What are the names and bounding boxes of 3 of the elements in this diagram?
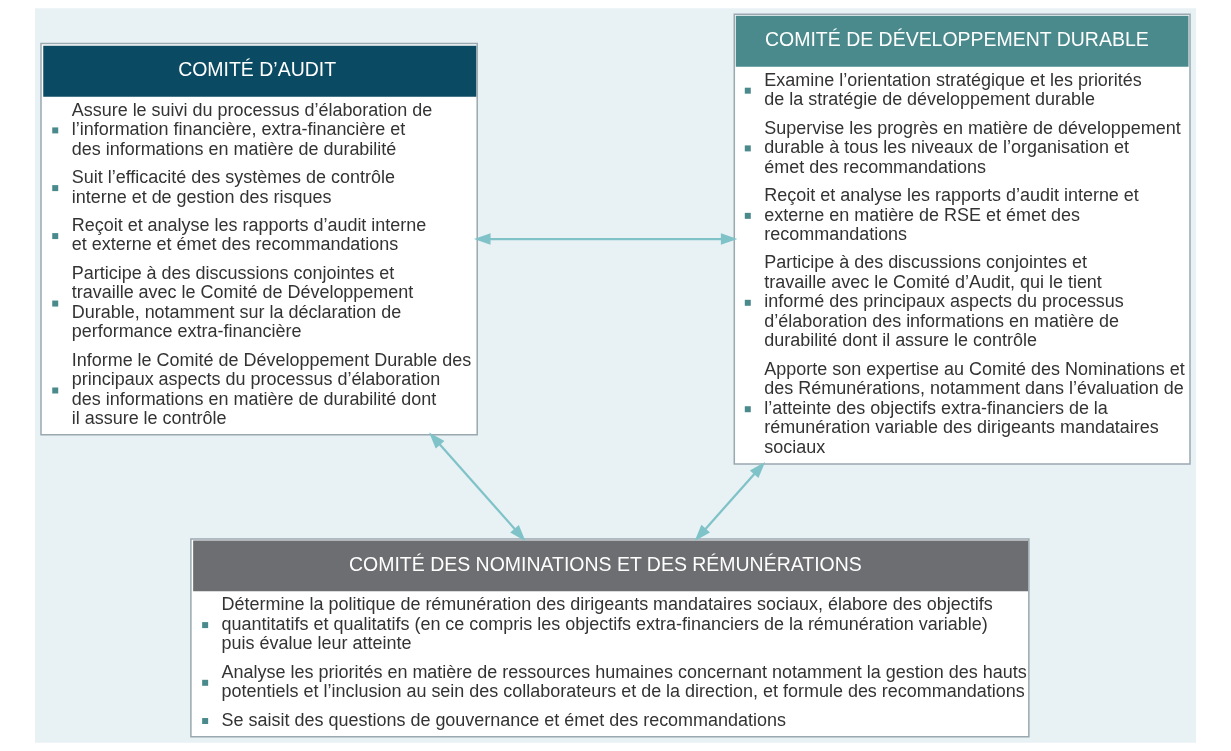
arrow <box>694 461 766 542</box>
arrow <box>474 233 738 245</box>
arrow <box>429 432 526 542</box>
